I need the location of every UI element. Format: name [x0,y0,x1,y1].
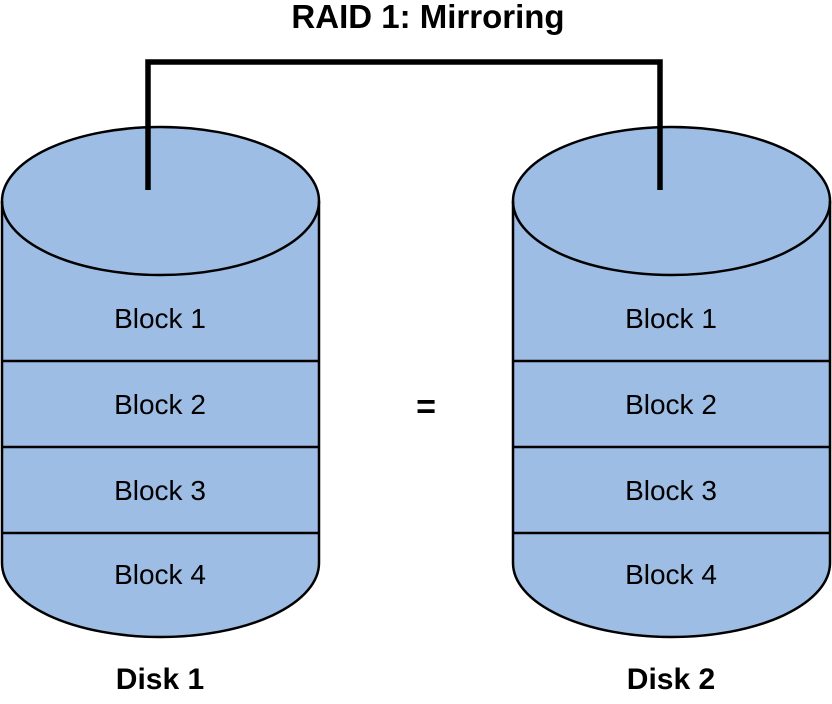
diagram-title: RAID 1: Mirroring [291,0,564,35]
disk-2-block-4-label: Block 4 [625,559,717,590]
disk-2-block-3-label: Block 3 [625,475,717,506]
disk-1-top-rim [0,200,321,277]
disk-1-cylinder-body [0,125,321,639]
disk-1-block-2-label: Block 2 [114,389,206,420]
disk-1: Block 1 Block 2 Block 3 Block 4 Disk 1 [0,125,321,696]
disk-1-caption: Disk 1 [116,663,204,696]
disk-1-block-3-label: Block 3 [114,475,206,506]
disk-2: Block 1 Block 2 Block 3 Block 4 Disk 2 [511,125,832,696]
disk-2-top-rim [511,200,832,277]
disk-2-block-1-label: Block 1 [625,303,717,334]
disk-2-caption: Disk 2 [627,663,715,696]
disk-1-block-1-label: Block 1 [114,303,206,334]
mirror-connector-line [145,59,663,190]
disk-1-block-4-label: Block 4 [114,559,206,590]
equals-sign: = [416,388,436,426]
disk-2-block-2-label: Block 2 [625,389,717,420]
disk-2-cylinder-body [511,125,832,639]
